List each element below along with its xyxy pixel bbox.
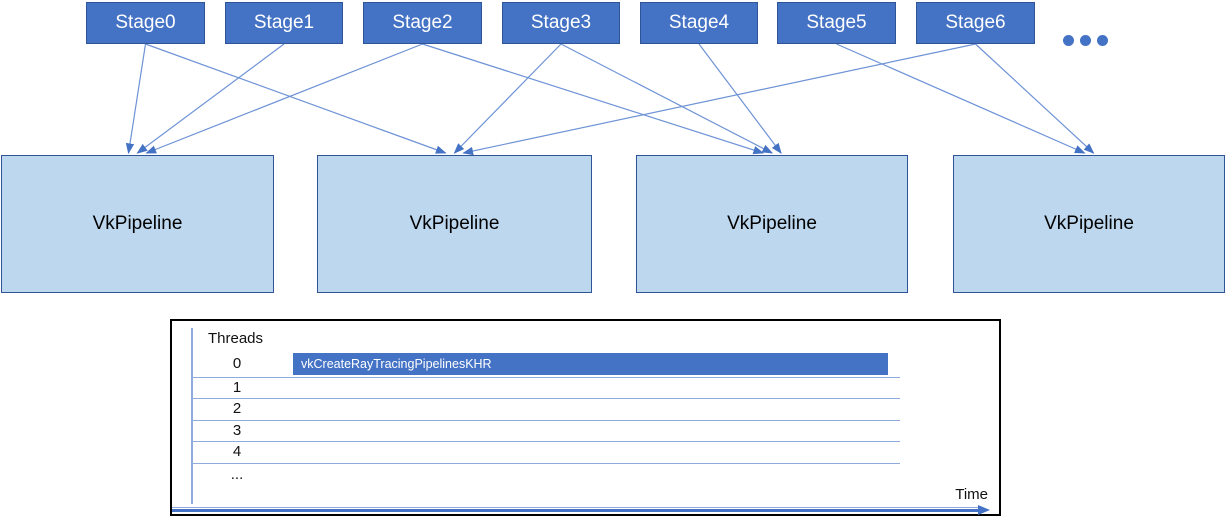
pipeline-box-2: VkPipeline [636,155,908,293]
thread-timeline-chart: Threads 0 1 2 3 4 ... vkCreateRayTracing… [170,319,1001,516]
stage-box-2: Stage2 [363,2,482,44]
stage-label: Stage6 [945,12,1006,33]
pipeline-label: VkPipeline [409,213,500,234]
time-axis-label: Time [955,486,988,503]
time-axis-arrowhead-icon [978,505,990,515]
stage-box-6: Stage6 [916,2,1035,44]
stage0-to-pipeline0-arrow [125,43,147,155]
pipeline-label: VkPipeline [92,213,183,234]
stage0-to-pipeline1-arrow [145,43,447,154]
thread-label-3: 3 [232,422,242,439]
stage-box-4: Stage4 [640,2,758,44]
threads-axis-title: Threads [208,330,264,347]
stage1-to-pipeline0-arrow [136,43,285,154]
stage-label: Stage2 [392,12,453,33]
thread-label-2: 2 [232,400,242,417]
stage-label: Stage0 [115,12,176,33]
pipeline-label: VkPipeline [1044,213,1134,234]
thread-row-line [192,420,900,421]
ellipsis-dot [1097,35,1108,46]
stage-label: Stage4 [668,12,730,33]
timeline-bar-vkCreateRayTracingPipelinesKHR: vkCreateRayTracingPipelinesKHR [293,353,888,375]
stage6-to-pipeline3-arrow [975,43,1095,154]
stage-box-0: Stage0 [86,2,205,44]
ellipsis-dot [1080,35,1091,46]
stage-box-3: Stage3 [502,2,620,44]
stage4-to-pipeline2-arrow [698,43,782,154]
thread-row-line [192,441,900,442]
ellipsis-dot [1063,35,1074,46]
stage3-to-pipeline1-arrow [453,43,562,154]
thread-label-more: ... [230,466,244,483]
pipeline-box-0: VkPipeline [1,155,274,293]
thread-row-line [192,398,900,399]
timeline-bar-label: vkCreateRayTracingPipelinesKHR [301,357,492,371]
stage-to-pipeline-arrows [125,43,1095,156]
thread-label-1: 1 [232,379,242,396]
stage6-to-pipeline1-arrow [462,43,976,156]
pipeline-box-1: VkPipeline [317,155,592,293]
stage-label: Stage5 [806,12,867,33]
stage-box-1: Stage1 [225,2,343,44]
thread-label-0: 0 [232,355,242,372]
stage-label: Stage3 [530,12,592,33]
stage5-to-pipeline3-arrow [836,43,1086,154]
time-axis-line [172,509,978,512]
stage-label: Stage1 [253,12,315,33]
more-stages-ellipsis-icon [1063,35,1108,46]
thread-row-line [192,377,900,378]
pipeline-box-3: VkPipeline [953,155,1225,293]
thread-label-4: 4 [232,443,242,460]
pipeline-label: VkPipeline [727,213,817,234]
stage3-to-pipeline2-arrow [560,43,774,154]
stage-box-5: Stage5 [777,2,896,44]
time-axis-highlight [172,507,982,508]
stage2-to-pipeline2-arrow [422,43,765,155]
thread-row-line [192,463,900,464]
stage2-to-pipeline0-arrow [145,43,423,154]
threads-axis-line [191,328,193,504]
